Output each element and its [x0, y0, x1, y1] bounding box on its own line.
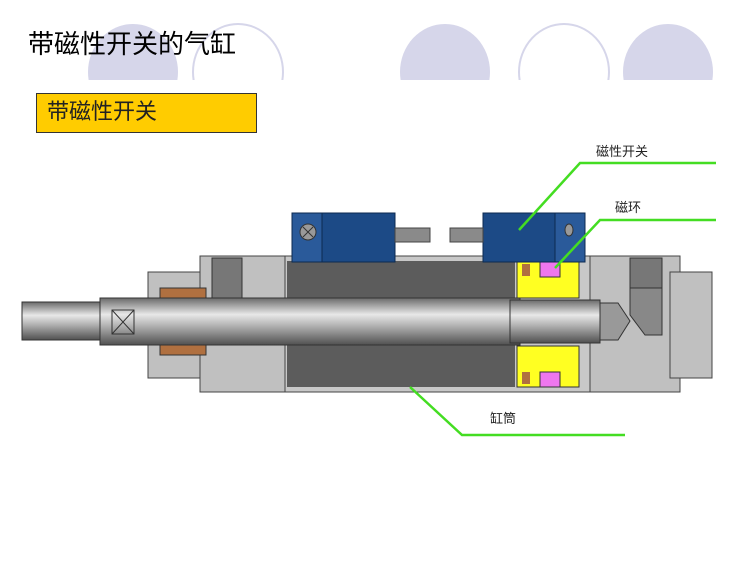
slide-title: 带磁性开关的气缸	[28, 30, 237, 60]
callout-lines	[409, 161, 716, 437]
decor-circles	[88, 23, 713, 80]
magnetic-switch-right	[449, 212, 586, 263]
section-label-box: 带磁性开关	[36, 93, 257, 133]
callout-cylinder-barrel: 缸筒	[490, 411, 516, 427]
piston-rod	[21, 297, 631, 346]
background-decoration	[88, 23, 713, 80]
callout-magnetic-ring: 磁环	[615, 201, 641, 216]
magnetic-switch-left	[291, 212, 431, 263]
right-end-cap	[589, 255, 713, 393]
piston	[516, 261, 580, 388]
callout-magnetic-switch: 磁性开关	[596, 145, 648, 160]
magnet-ring-bottom	[539, 371, 561, 388]
